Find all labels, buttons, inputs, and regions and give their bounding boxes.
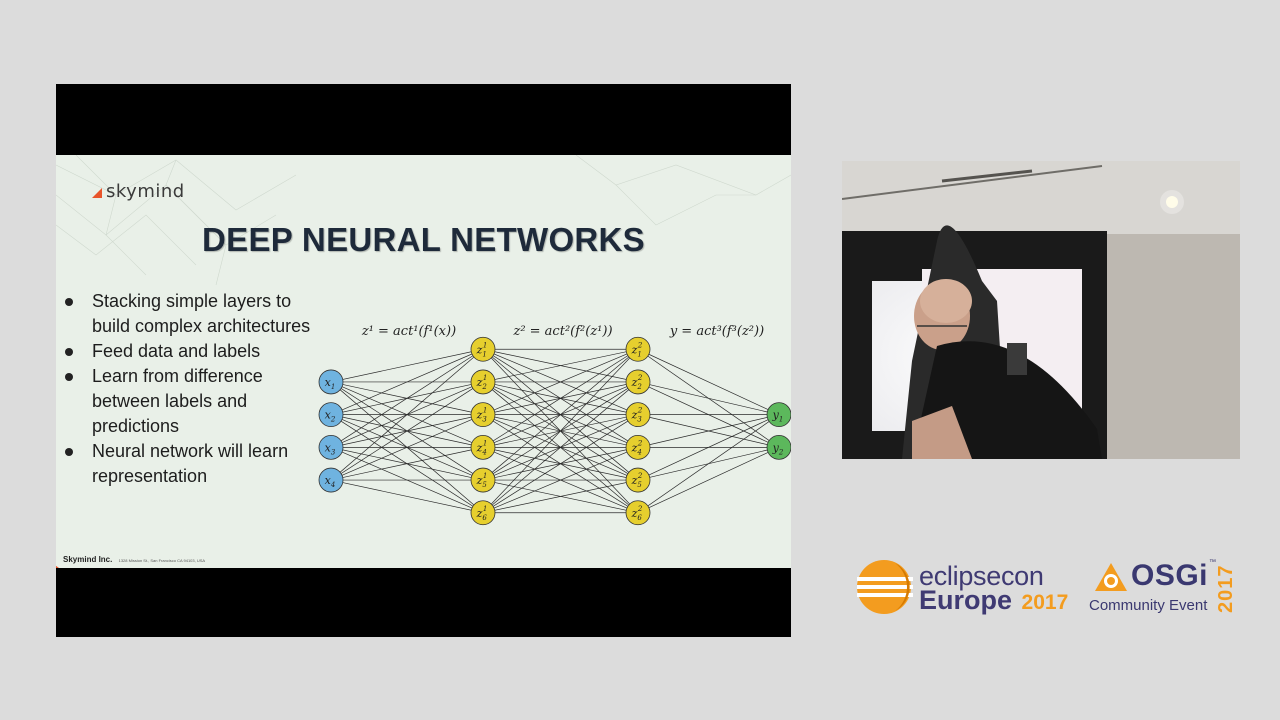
network-edge bbox=[482, 479, 639, 514]
svg-text:z42: z42 bbox=[631, 439, 643, 456]
output-node: y1 bbox=[766, 402, 791, 428]
hidden-2-node: z42 bbox=[625, 434, 651, 460]
network-edge bbox=[482, 381, 639, 514]
slide: skymind DEEP NEURAL NETWORKS Stacking si… bbox=[56, 155, 791, 568]
network-edge bbox=[482, 348, 639, 415]
network-edge bbox=[482, 348, 639, 481]
network-edge bbox=[482, 349, 639, 513]
svg-text:z21: z21 bbox=[476, 374, 488, 391]
bullet-item: Feed data and labels bbox=[64, 339, 314, 364]
hidden-1-node: z41 bbox=[470, 434, 496, 460]
footer-mark-icon bbox=[56, 561, 59, 568]
network-nodes: x1 x2 x3 x4 z11 z21 z31 z41 z51 z61 z12 z22 z32 z42 z5… bbox=[318, 336, 791, 526]
svg-text:x1: x1 bbox=[325, 376, 336, 391]
network-edge bbox=[330, 447, 484, 481]
hidden-1-node: z31 bbox=[470, 402, 496, 428]
svg-text:y2: y2 bbox=[772, 441, 784, 456]
slide-footer: Skymind Inc. 1328 Mission St., San Franc… bbox=[63, 555, 205, 564]
bullet-item: Learn from difference between labels and… bbox=[64, 364, 314, 439]
slide-title: DEEP NEURAL NETWORKS bbox=[202, 221, 645, 258]
layer-equation: z² = act²(f²(z¹)) bbox=[512, 324, 612, 339]
network-edge bbox=[330, 381, 484, 481]
osgi-trademark: ™ bbox=[1209, 559, 1216, 566]
bullet-item: Neural network will learn representation bbox=[64, 439, 314, 489]
svg-text:x3: x3 bbox=[325, 441, 336, 456]
network-edge bbox=[637, 414, 780, 448]
hidden-1-node: z11 bbox=[470, 336, 496, 362]
bullet-list: Stacking simple layers to build complex … bbox=[64, 289, 314, 489]
footer-address: 1328 Mission St., San Francisco CA 94103… bbox=[118, 558, 206, 563]
layer-equations: z¹ = act¹(f¹(x)) z² = act²(f²(z¹)) y = act… bbox=[361, 324, 764, 339]
layer-equation: y = act³(f³(z²)) bbox=[669, 324, 764, 339]
svg-text:z61: z61 bbox=[476, 505, 488, 522]
hidden-2-node: z12 bbox=[625, 336, 651, 362]
osgi-logo-icon bbox=[1095, 563, 1127, 591]
eclipsecon-logo-icon bbox=[857, 560, 913, 614]
hidden-1-node: z21 bbox=[470, 369, 496, 395]
eclipsecon-europe-label: Europe bbox=[919, 585, 1013, 615]
osgi-year: 2017 bbox=[1215, 564, 1237, 614]
network-edge bbox=[330, 348, 484, 448]
layer-equation: z¹ = act¹(f¹(x)) bbox=[361, 324, 456, 339]
network-edge bbox=[637, 348, 780, 415]
hidden-2-node: z32 bbox=[625, 402, 651, 428]
osgi-wordmark: OSGi bbox=[1131, 559, 1209, 592]
network-edge bbox=[482, 447, 639, 514]
network-edge bbox=[637, 414, 780, 481]
input-node: x3 bbox=[318, 434, 344, 460]
svg-text:z51: z51 bbox=[476, 472, 488, 489]
input-node: x2 bbox=[318, 402, 344, 428]
svg-text:z22: z22 bbox=[631, 374, 643, 391]
network-edge bbox=[330, 348, 484, 415]
speaker-camera-feed bbox=[842, 161, 1240, 459]
eclipsecon-wordmark: eclipsecon bbox=[919, 561, 1044, 591]
network-edge bbox=[637, 447, 780, 514]
network-edge bbox=[330, 348, 484, 481]
svg-text:z11: z11 bbox=[476, 341, 488, 358]
network-edge bbox=[482, 348, 639, 383]
network-edge bbox=[482, 348, 639, 448]
svg-text:z62: z62 bbox=[631, 505, 643, 522]
hidden-1-node: z61 bbox=[470, 500, 496, 526]
svg-text:z32: z32 bbox=[631, 407, 643, 424]
presentation-slide-video: skymind DEEP NEURAL NETWORKS Stacking si… bbox=[56, 84, 791, 637]
skymind-mark-icon bbox=[92, 188, 102, 198]
svg-text:z41: z41 bbox=[476, 439, 488, 456]
network-edge bbox=[330, 479, 484, 514]
network-edge bbox=[637, 381, 780, 415]
skymind-wordmark: skymind bbox=[106, 180, 185, 202]
network-edges bbox=[330, 348, 780, 514]
bullet-item: Stacking simple layers to build complex … bbox=[64, 289, 314, 339]
skymind-logo: skymind bbox=[92, 180, 185, 202]
event-logos: eclipsecon Europe 2017 OSGi ™ Community … bbox=[855, 555, 1255, 625]
hidden-2-node: z62 bbox=[625, 500, 651, 526]
hidden-2-node: z22 bbox=[625, 369, 651, 395]
hidden-1-node: z51 bbox=[470, 467, 496, 493]
svg-text:z31: z31 bbox=[476, 407, 488, 424]
input-node: x4 bbox=[318, 467, 344, 493]
network-edge bbox=[330, 348, 484, 383]
network-edge bbox=[330, 414, 484, 481]
hidden-2-node: z52 bbox=[625, 467, 651, 493]
neural-network-diagram: z¹ = act¹(f¹(x)) z² = act²(f²(z¹)) y = act… bbox=[318, 324, 791, 526]
output-node: y2 bbox=[766, 434, 791, 460]
eclipsecon-europe: Europe 2017 bbox=[919, 585, 1068, 616]
osgi-subtitle: Community Event bbox=[1089, 597, 1208, 614]
decorative-mesh bbox=[56, 155, 791, 286]
svg-text:z52: z52 bbox=[631, 472, 643, 489]
svg-text:x2: x2 bbox=[325, 409, 336, 424]
svg-text:x4: x4 bbox=[325, 474, 336, 489]
network-edge bbox=[637, 414, 780, 514]
eclipsecon-year: 2017 bbox=[1021, 591, 1069, 614]
input-node: x1 bbox=[318, 369, 344, 395]
network-edge bbox=[482, 414, 639, 514]
footer-company: Skymind Inc. bbox=[63, 555, 113, 564]
speaker-photo bbox=[842, 161, 1240, 459]
svg-text:z12: z12 bbox=[631, 341, 643, 358]
svg-text:y1: y1 bbox=[772, 409, 784, 424]
